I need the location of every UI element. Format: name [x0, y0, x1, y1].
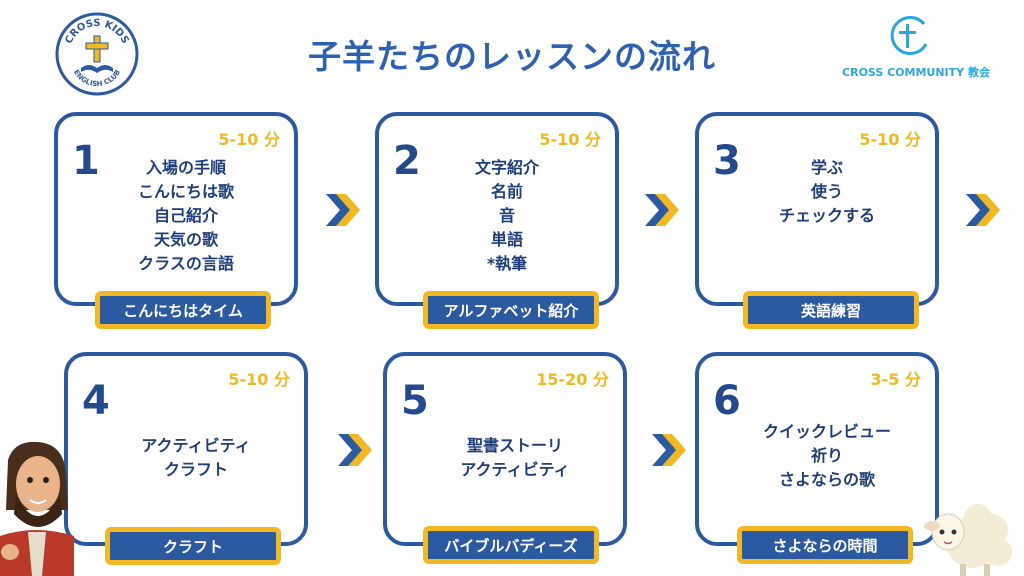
activity-item: 自己紹介	[153, 206, 218, 225]
cross-community-logo: CROSS COMMUNITY 教会	[836, 12, 996, 82]
activity-item: アクティビティ	[460, 460, 570, 479]
page-title: 子羊たちのレッスンの流れ	[308, 37, 716, 76]
chevron-arrow-icon	[966, 194, 1000, 226]
sheep-icon	[924, 504, 1012, 576]
step-activities: 入場の手順 こんにちは歌 自己紹介 天気の歌 クラスの言語	[98, 156, 274, 276]
step-number: 4	[82, 378, 110, 424]
activity-item: 音	[498, 206, 515, 225]
cross-community-logo-icon	[890, 16, 928, 55]
cross-kids-logo-icon: CROSS KIDS ENGLISH CLUB	[55, 12, 139, 96]
activity-item: 学ぶ	[810, 158, 843, 177]
activity-item: 入場の手順	[145, 158, 226, 177]
activity-item: 天気の歌	[153, 230, 218, 249]
activity-item: アクティビティ	[141, 436, 251, 455]
step-activities: アクティビティ クラフト	[108, 434, 284, 482]
step-number: 1	[72, 138, 100, 184]
step-time: 5-10 分	[228, 370, 290, 389]
jesus-character-icon	[0, 441, 74, 576]
activity-item: 祈り	[810, 446, 843, 465]
step-time: 15-20 分	[536, 370, 609, 389]
step-card-4: 4 5-10 分 アクティビティ クラフト	[64, 352, 308, 546]
step-card-6: 6 3-5 分 クイックレビュー 祈り さよならの歌	[695, 352, 939, 546]
step-activities: 学ぶ 使う チェックする	[739, 156, 915, 228]
step-time: 3-5 分	[870, 370, 921, 389]
activity-item: チェックする	[778, 206, 875, 225]
step-label-1: こんにちはタイム	[95, 291, 271, 329]
activity-item: 使う	[810, 182, 843, 201]
church-name: CROSS COMMUNITY 教会	[842, 66, 990, 79]
step-label-5: バイブルバディーズ	[423, 526, 599, 564]
step-card-1: 1 5-10 分 入場の手順 こんにちは歌 自己紹介 天気の歌 クラスの言語	[54, 112, 298, 306]
step-activities: 文字紹介 名前 音 単語 *執筆	[419, 156, 595, 276]
activity-item: 単語	[490, 230, 523, 249]
activity-item: こんにちは歌	[137, 182, 234, 201]
chevron-arrow-icon	[338, 434, 372, 466]
step-label-2: アルファベット紹介	[423, 291, 599, 329]
activity-item: さよならの歌	[778, 470, 875, 489]
chevron-arrow-icon	[645, 194, 679, 226]
activity-item: *執筆	[486, 254, 528, 273]
activity-item: クイックレビュー	[762, 422, 891, 441]
step-label-4: クラフト	[105, 527, 281, 565]
step-label-3: 英語練習	[743, 291, 919, 329]
activity-item: 聖書ストーリ	[466, 436, 563, 455]
step-number: 2	[393, 138, 421, 184]
chevron-arrow-icon	[652, 434, 686, 466]
step-number: 5	[401, 378, 429, 424]
step-card-3: 3 5-10 分 学ぶ 使う チェックする	[695, 112, 939, 306]
step-card-5: 5 15-20 分 聖書ストーリ アクティビティ	[383, 352, 627, 546]
step-card-2: 2 5-10 分 文字紹介 名前 音 単語 *執筆	[375, 112, 619, 306]
step-number: 3	[713, 138, 741, 184]
chevron-arrow-icon	[326, 194, 360, 226]
step-time: 5-10 分	[539, 130, 601, 149]
step-time: 5-10 分	[218, 130, 280, 149]
activity-item: クラフト	[163, 460, 228, 479]
activity-item: 文字紹介	[474, 158, 539, 177]
step-time: 5-10 分	[859, 130, 921, 149]
step-number: 6	[713, 378, 741, 424]
step-label-6: さよならの時間	[737, 526, 913, 564]
activity-item: クラスの言語	[138, 254, 234, 273]
activity-item: 名前	[490, 182, 523, 201]
step-activities: 聖書ストーリ アクティビティ	[427, 434, 603, 482]
step-activities: クイックレビュー 祈り さよならの歌	[739, 420, 915, 492]
